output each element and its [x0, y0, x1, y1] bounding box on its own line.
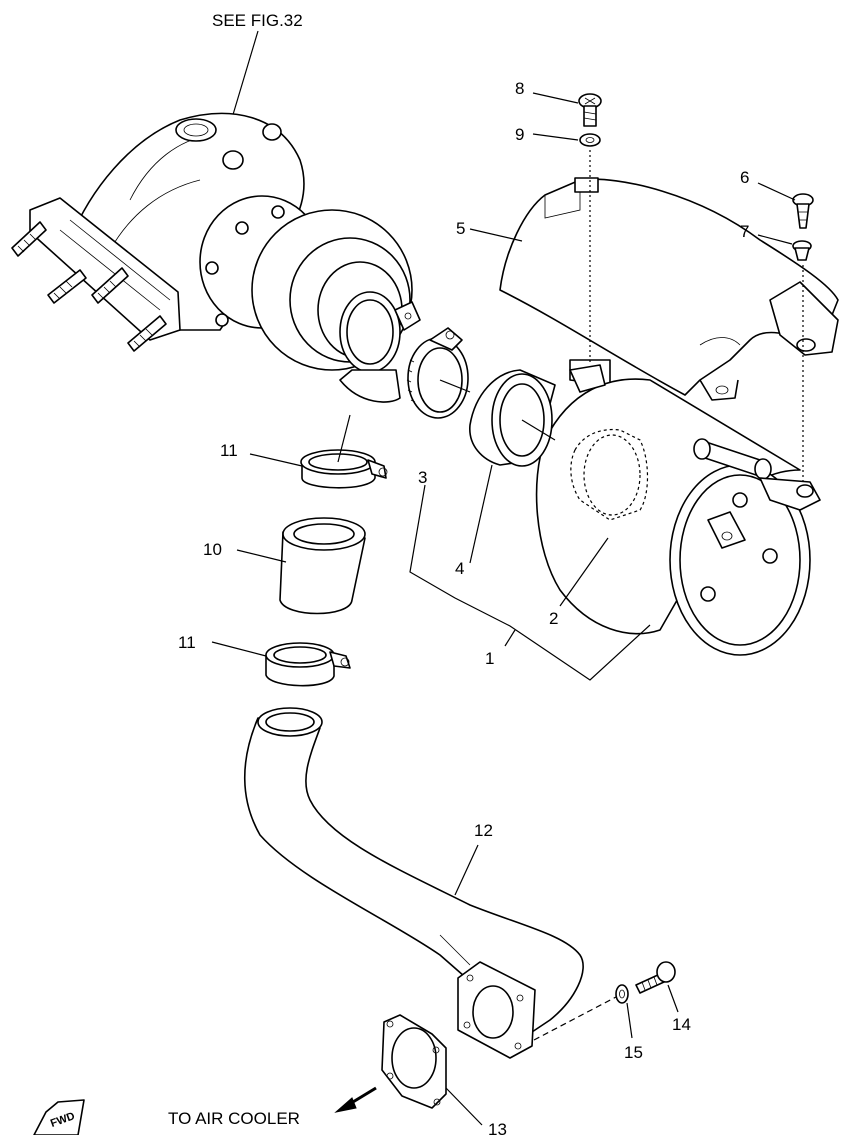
callout-9: 9: [515, 125, 524, 144]
callout-10: 10: [203, 540, 222, 559]
leader-14: [667, 984, 679, 1013]
callout-6: 6: [740, 168, 749, 187]
callout-2: 2: [549, 609, 558, 628]
callout-8: 8: [515, 79, 524, 98]
leader-12: [454, 844, 479, 896]
callout-12: 12: [474, 821, 493, 840]
leader-6: [757, 182, 796, 201]
callout-15: 15: [624, 1043, 643, 1062]
callout-13: 13: [488, 1120, 507, 1135]
to-air-cooler-label: TO AIR COOLER: [168, 1109, 300, 1128]
leader-4: [469, 464, 493, 564]
silencer-case: [535, 364, 821, 656]
callout-11-upper: 11: [220, 441, 238, 460]
callout-4: 4: [455, 559, 464, 578]
washer-9: [579, 133, 601, 147]
hose-clamp-3: [406, 327, 471, 419]
fwd-mark: FWD: [33, 1099, 85, 1135]
element-leader-2: [559, 537, 609, 607]
leader-13: [445, 1087, 483, 1126]
silencer-cover: [499, 177, 839, 401]
callout-11-lower: 11: [178, 633, 196, 652]
grommet-7: [792, 240, 812, 261]
bolt-14: [635, 961, 676, 994]
arrow-icon: [334, 1086, 377, 1113]
assembly-bracket: [409, 484, 651, 681]
connector-sleeve: [469, 369, 556, 467]
leader-11-lower: [211, 641, 267, 657]
bolt-6: [792, 193, 814, 229]
leader-15: [626, 1002, 633, 1039]
callout-7: 7: [740, 222, 749, 241]
callout-14: 14: [672, 1015, 691, 1034]
screw-8: [578, 93, 602, 127]
air-duct-12: [243, 707, 584, 1059]
gasket-13: [381, 1014, 447, 1109]
callout-3: 3: [418, 468, 427, 487]
see-fig-leader: [231, 30, 259, 119]
leader-7: [757, 234, 793, 245]
leader-11-upper: [249, 453, 303, 467]
axis-line-upper: [337, 414, 351, 463]
leader-8: [532, 92, 579, 104]
callout-1: 1: [485, 649, 494, 668]
turbocharger-assembly: [11, 112, 421, 403]
cover-leader-5: [469, 228, 523, 242]
bolt-alignment-dash: [533, 996, 617, 1041]
see-fig-reference: SEE FIG.32: [212, 11, 303, 30]
washer-15: [615, 984, 629, 1004]
hose-clamp-11-upper: [300, 449, 388, 489]
callout-5: 5: [456, 219, 465, 238]
leader-10: [236, 549, 287, 563]
hose-clamp-11-lower: [265, 642, 351, 687]
leader-9: [532, 133, 579, 141]
rubber-hose-10: [279, 517, 366, 615]
leader-1: [504, 629, 516, 647]
